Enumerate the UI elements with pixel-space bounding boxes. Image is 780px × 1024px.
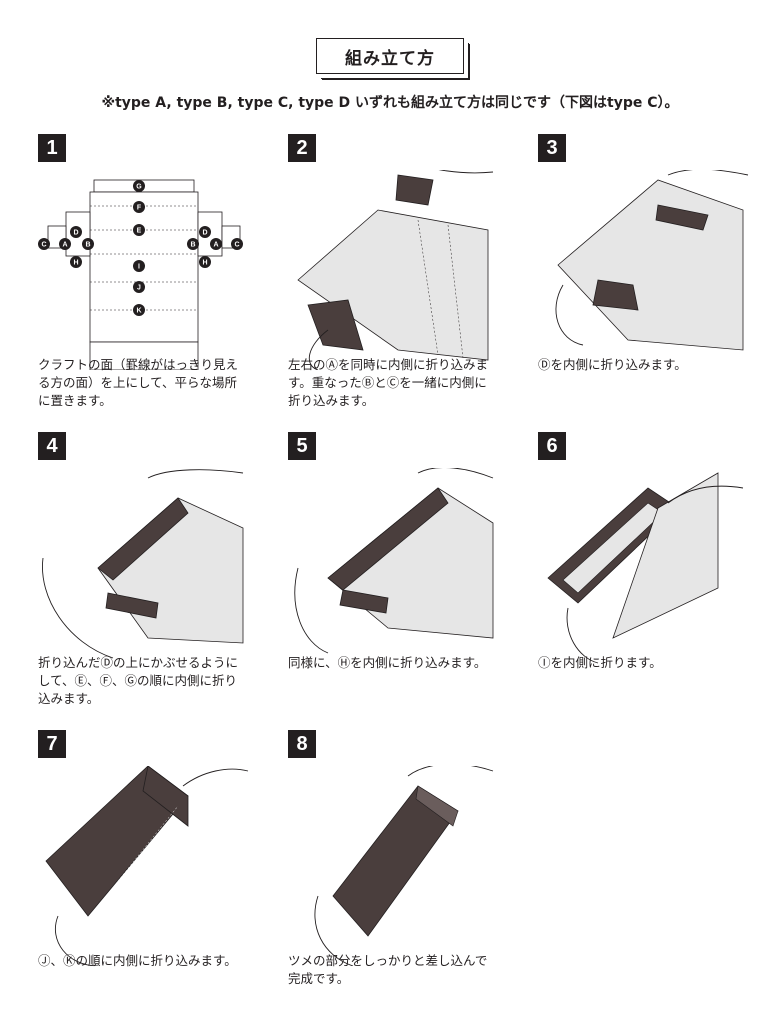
label-f: F	[137, 205, 142, 212]
label-d-right: D	[202, 230, 207, 237]
step-caption: 左右のⒶを同時に内側に折り込みます。重なったⒷとⒸを一緒に内側に折り込みます。	[288, 356, 498, 410]
step-number: 1	[38, 134, 66, 162]
label-e: E	[137, 228, 142, 235]
label-b-left: B	[85, 242, 90, 249]
label-d-left: D	[73, 230, 78, 237]
step-caption: Ⓘを内側に折ります。	[538, 654, 748, 672]
label-h-left: H	[73, 260, 78, 267]
fold-jk-illustration	[38, 766, 258, 966]
page-title: 組み立て方	[316, 38, 464, 74]
step-number: 5	[288, 432, 316, 460]
completed-box-illustration	[288, 766, 508, 966]
label-h-right: H	[202, 260, 207, 267]
step-caption: ツメの部分をしっかりと差し込んで完成です。	[288, 952, 498, 988]
step-number: 7	[38, 730, 66, 758]
step-caption: 同様に、Ⓗを内側に折り込みます。	[288, 654, 498, 672]
label-b-right: B	[190, 242, 195, 249]
step-number: 3	[538, 134, 566, 162]
fold-h-illustration	[288, 468, 508, 668]
fold-i-illustration	[538, 468, 758, 668]
step-caption: Ⓓを内側に折り込みます。	[538, 356, 748, 374]
step-number: 2	[288, 134, 316, 162]
fold-efg-illustration	[38, 468, 258, 668]
step-number: 8	[288, 730, 316, 758]
step-number: 6	[538, 432, 566, 460]
fold-a-illustration	[288, 170, 508, 370]
label-c-left: C	[41, 242, 46, 249]
label-a-right: A	[213, 242, 218, 249]
step-number: 4	[38, 432, 66, 460]
step-caption: クラフトの面（罫線がはっきり見える方の面）を上にして、平らな場所に置きます。	[38, 356, 248, 410]
flat-box-diagram: G F E D D C A B B A C H H I J K	[38, 170, 258, 370]
fold-d-illustration	[538, 170, 758, 370]
label-g: G	[136, 184, 142, 191]
label-i: I	[138, 264, 140, 271]
label-k: K	[136, 308, 141, 315]
label-a-left: A	[62, 242, 67, 249]
label-c-right: C	[234, 242, 239, 249]
page-subtitle: ※type A, type B, type C, type D いずれも組み立て…	[0, 92, 780, 112]
label-j: J	[137, 285, 141, 292]
step-caption: Ⓙ、Ⓚの順に内側に折り込みます。	[38, 952, 248, 970]
step-caption: 折り込んだⒹの上にかぶせるようにして、Ⓔ、Ⓕ、Ⓖの順に内側に折り込みます。	[38, 654, 248, 708]
